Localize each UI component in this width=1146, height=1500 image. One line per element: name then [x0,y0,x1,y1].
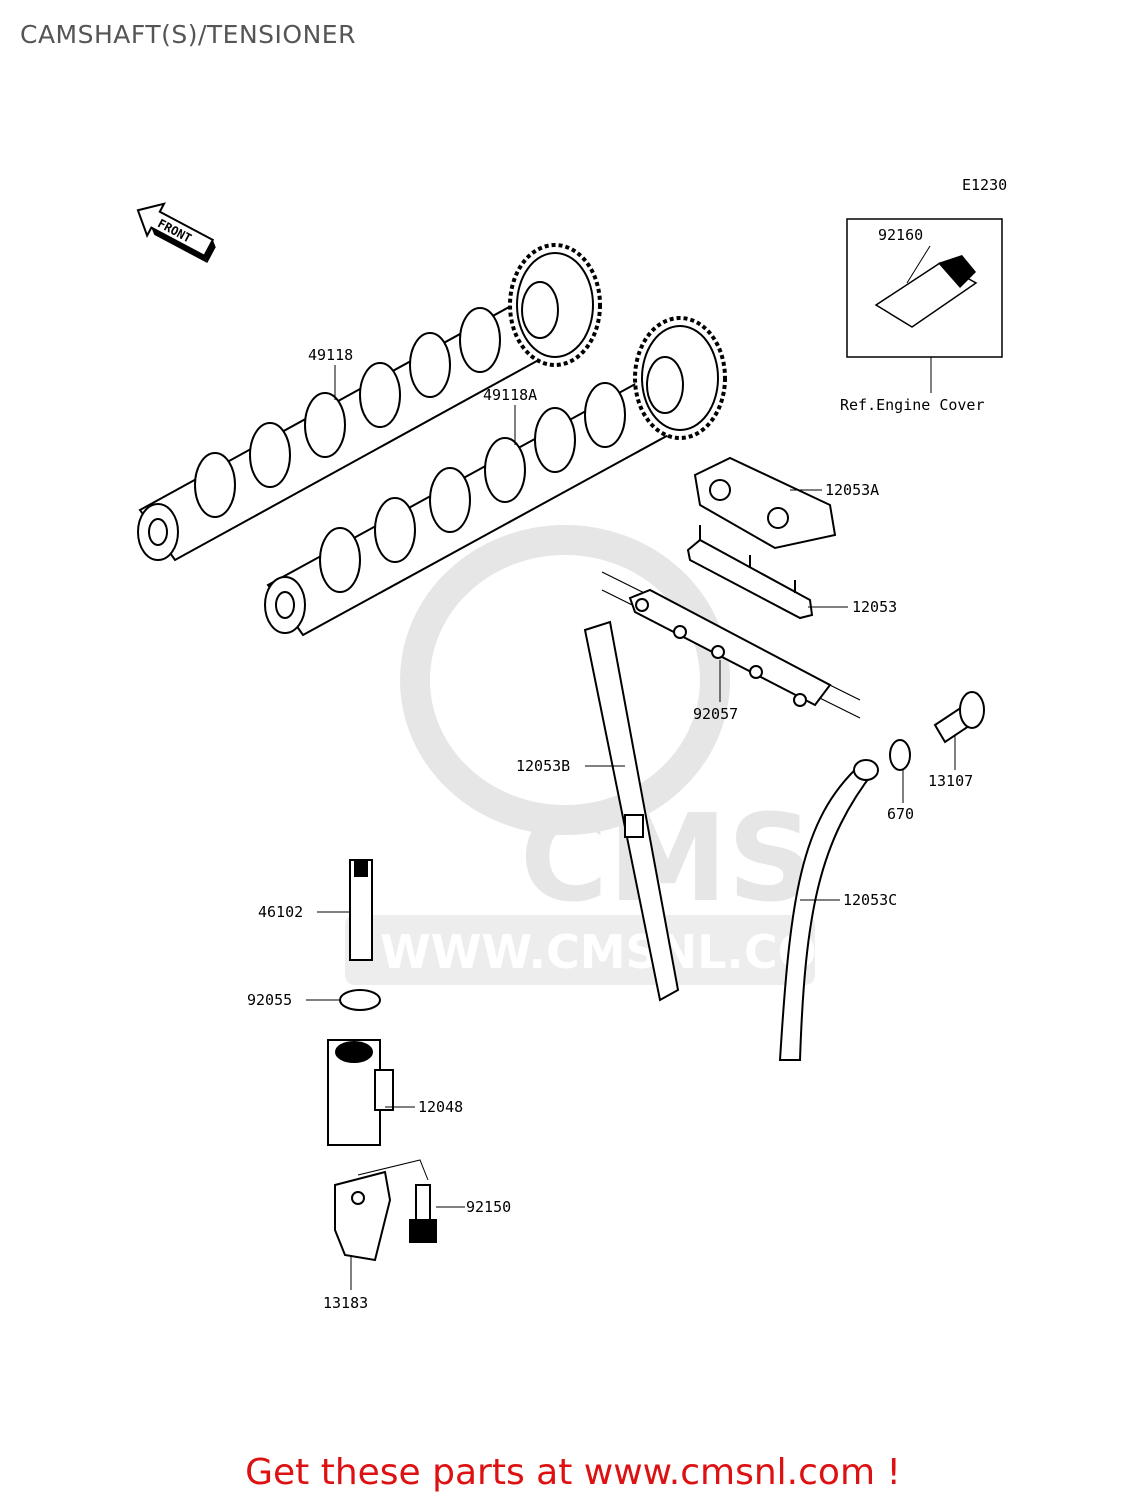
part-label: 92150 [466,1198,511,1216]
part-label: 12053A [825,481,879,499]
footer-link[interactable]: Get these parts at www.cmsnl.com ! [0,1452,1146,1493]
watermark-mascot [400,525,730,835]
part-label: 13107 [928,772,973,790]
page-title: CAMSHAFT(S)/TENSIONER [20,20,356,49]
chain-guide-12053a [693,456,837,550]
part-labels: 49118 49118A 12053A 12053 92057 12053B 1… [247,346,973,1312]
reference-box: 92160 Ref.Engine Cover [840,218,1003,414]
part-label: 12053B [516,757,570,775]
cam-chain-92057 [601,571,861,719]
part-label: 12053 [852,598,897,616]
tensioner-guide-12053c [778,759,879,1061]
part-label: 92057 [693,705,738,723]
bolt-92150 [409,1184,437,1243]
gasket-sealant-icon [874,262,978,328]
pivot-bolt-13107 [933,691,985,744]
camshaft-49118a [264,316,727,637]
watermark-bar [345,915,815,985]
chain-guide-12053b [583,620,680,1002]
camshaft-49118 [137,243,602,562]
tensioner-12048 [327,1039,394,1146]
pushrod-46102 [349,859,373,961]
o-ring-670 [889,739,911,771]
bracket-13183 [334,1170,392,1262]
chain-guide-12053 [686,525,814,620]
ref-caption: Ref.Engine Cover [840,396,985,414]
watermark-url: WWW.CMSNL.COM [380,925,863,979]
part-label: 13183 [323,1294,368,1312]
part-label: 49118A [483,386,537,404]
part-label: 49118 [308,346,353,364]
part-label: 46102 [258,903,303,921]
diagram-code: E1230 [962,176,1007,194]
watermark: CMS WWW.CMSNL.COM [345,525,863,985]
ref-part-number: 92160 [878,226,923,244]
part-label: 12048 [418,1098,463,1116]
part-label: 12053C [843,891,897,909]
watermark-logo: CMS [520,790,814,929]
front-arrow-icon: FRONT [136,202,216,264]
footer-link-text[interactable]: Get these parts at www.cmsnl.com ! [245,1452,901,1493]
o-ring-92055 [339,989,381,1011]
leader-lines [306,365,956,1290]
part-label: 670 [887,805,914,823]
part-label: 92055 [247,991,292,1009]
